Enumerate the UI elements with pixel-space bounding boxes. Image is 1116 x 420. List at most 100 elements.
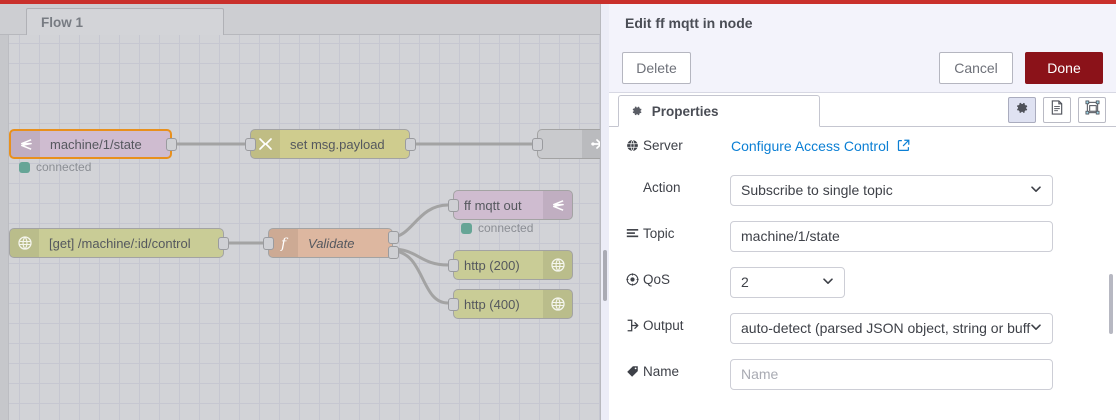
chevron-down-icon (822, 268, 834, 297)
node-debug[interactable] (537, 129, 600, 159)
node-port-input[interactable] (448, 199, 459, 212)
globe-icon (543, 290, 572, 318)
node-label: machine/1/state (50, 136, 142, 152)
mqtt-icon (543, 191, 572, 219)
node-label: http (200) (464, 257, 520, 273)
form-row-qos: QoS 2 (609, 267, 1116, 305)
action-select[interactable]: Subscribe to single topic (730, 175, 1053, 206)
flow-canvas[interactable]: machine/1/state connected set msg.payloa… (0, 35, 600, 420)
output-label: Output (626, 313, 736, 339)
node-port-output-1[interactable] (388, 231, 399, 244)
output-select-value: auto-detect (parsed JSON object, string … (741, 320, 1031, 336)
properties-gear-icon-button[interactable] (1008, 97, 1036, 123)
appearance-outline-icon (1085, 100, 1100, 120)
flow-workspace[interactable]: Flow 1 machine/1/state (0, 4, 600, 420)
status-dot-icon (461, 222, 472, 234)
node-port-output[interactable] (166, 138, 177, 151)
node-port-output[interactable] (218, 237, 229, 250)
node-port-output-2[interactable] (388, 246, 399, 259)
panel-resize-divider[interactable] (600, 4, 609, 420)
form-row-topic: Topic machine/1/state (609, 221, 1116, 259)
canvas-left-gutter (0, 35, 9, 420)
node-http-response-400[interactable]: http (400) (453, 289, 573, 319)
panel-vertical-scrollbar[interactable] (1109, 274, 1113, 334)
globe-icon (626, 133, 643, 159)
tab-properties[interactable]: Properties (618, 95, 820, 127)
topic-input[interactable]: machine/1/state (730, 221, 1053, 252)
node-port-output[interactable] (405, 138, 416, 151)
node-port-input[interactable] (245, 138, 256, 151)
name-input[interactable]: Name (730, 359, 1053, 390)
output-arrow-icon (626, 313, 643, 339)
node-label: set msg.payload (290, 136, 385, 152)
node-port-input[interactable] (532, 138, 543, 151)
node-http-in[interactable]: [get] /machine/:id/control (9, 228, 224, 258)
node-http-response-200[interactable]: http (200) (453, 250, 573, 280)
form-row-name: Name Name (609, 359, 1116, 397)
node-label: Validate (308, 235, 355, 251)
gear-icon (1015, 101, 1029, 120)
output-label-text: Output (643, 318, 684, 333)
panel-action-bar: Delete Cancel Done (609, 43, 1116, 93)
done-button[interactable]: Done (1025, 52, 1103, 84)
topic-label-text: Topic (643, 226, 675, 241)
panel-title: Edit ff mqtt in node (625, 15, 753, 31)
server-label-text: Server (643, 138, 683, 153)
target-icon (626, 267, 643, 293)
cancel-button[interactable]: Cancel (939, 52, 1013, 84)
action-select-value: Subscribe to single topic (741, 182, 893, 198)
status-dot-icon (19, 161, 30, 173)
output-select[interactable]: auto-detect (parsed JSON object, string … (730, 313, 1053, 344)
topic-input-value: machine/1/state (741, 228, 840, 244)
qos-label: QoS (626, 267, 736, 293)
chevron-down-icon (1030, 314, 1042, 343)
node-port-input[interactable] (448, 259, 459, 272)
node-change[interactable]: set msg.payload (250, 129, 410, 159)
top-accent-bar (0, 0, 1116, 4)
external-link-icon (897, 138, 910, 154)
qos-select[interactable]: 2 (730, 267, 845, 298)
node-port-input[interactable] (448, 298, 459, 311)
topic-label: Topic (626, 221, 736, 247)
configure-access-control-text: Configure Access Control (731, 138, 889, 154)
divider-grip-handle[interactable] (603, 250, 607, 301)
form-row-server: Server Configure Access Control (609, 133, 1116, 171)
name-label-text: Name (643, 364, 680, 379)
delete-button[interactable]: Delete (622, 52, 691, 84)
svg-text:f: f (280, 236, 289, 251)
action-label-text: Action (643, 180, 681, 195)
globe-icon (543, 251, 572, 279)
node-port-input[interactable] (263, 237, 274, 250)
node-properties-form: Server Configure Access Control Action S… (609, 127, 1116, 420)
node-status-mqtt-in: connected (19, 160, 91, 174)
mqtt-icon (11, 131, 40, 157)
description-doc-icon-button[interactable] (1043, 97, 1071, 123)
node-label: ff mqtt out (464, 197, 522, 213)
chevron-down-icon (1030, 176, 1042, 205)
debug-arrow-icon (582, 130, 600, 158)
globe-icon (10, 229, 39, 257)
edit-node-panel: Edit ff mqtt in node Delete Cancel Done … (609, 4, 1116, 420)
node-mqtt-out[interactable]: ff mqtt out (453, 190, 573, 220)
panel-tab-row: Properties (609, 93, 1116, 127)
name-label: Name (626, 359, 736, 385)
appearance-outline-icon-button[interactable] (1078, 97, 1106, 123)
node-mqtt-in[interactable]: machine/1/state (9, 129, 172, 159)
tag-icon (626, 359, 643, 385)
description-doc-icon (1050, 100, 1064, 120)
flow-tab-bar: Flow 1 (0, 4, 600, 36)
flow-tab-flow-1[interactable]: Flow 1 (26, 8, 224, 36)
tab-properties-label: Properties (651, 104, 719, 119)
action-label: Action (626, 175, 736, 201)
qos-select-value: 2 (741, 274, 749, 290)
panel-header: Edit ff mqtt in node (609, 4, 1116, 43)
gear-icon (631, 105, 647, 120)
status-text: connected (478, 221, 534, 235)
configure-access-control-link[interactable]: Configure Access Control (731, 133, 910, 159)
form-row-output: Output auto-detect (parsed JSON object, … (609, 313, 1116, 351)
node-function-validate[interactable]: f Validate (268, 228, 393, 258)
form-row-action: Action Subscribe to single topic (609, 175, 1116, 213)
qos-label-text: QoS (643, 272, 671, 287)
status-text: connected (36, 160, 92, 174)
name-input-placeholder: Name (741, 366, 779, 382)
